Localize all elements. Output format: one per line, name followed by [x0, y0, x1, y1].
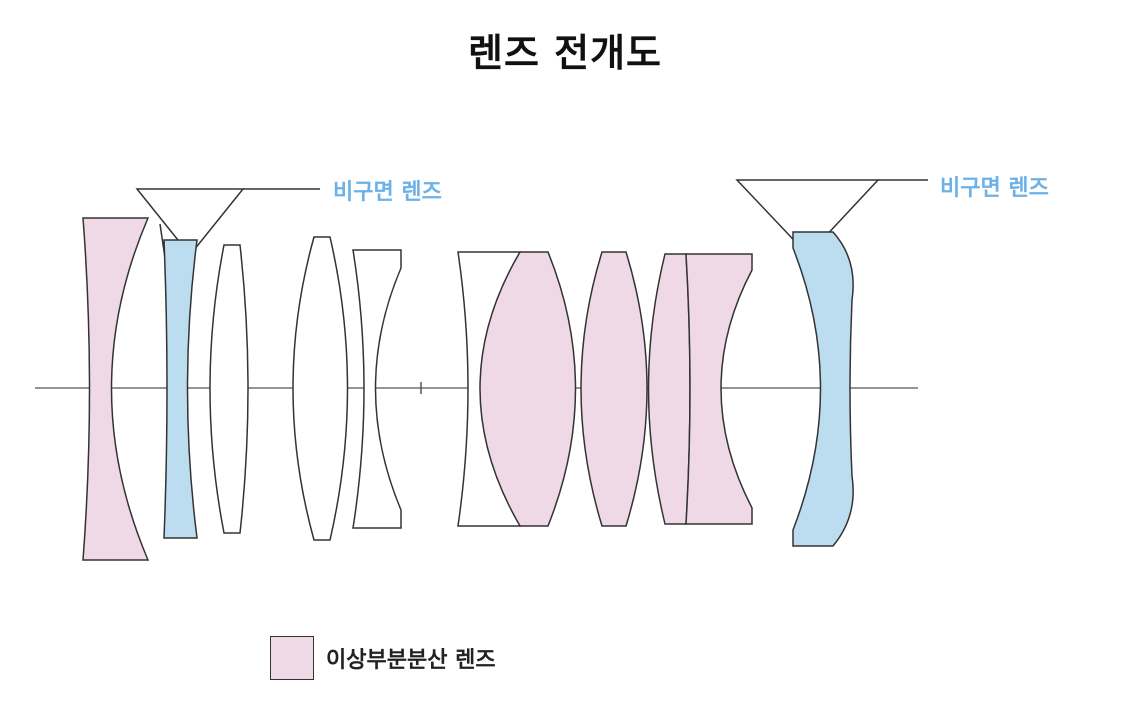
legend: 이상부분분산 렌즈: [270, 636, 496, 680]
lens-1-ed: [82, 217, 150, 561]
lens-3: [209, 244, 249, 534]
lens-5: [352, 249, 402, 529]
legend-swatch: [270, 636, 314, 680]
callout-label-right: 비구면 렌즈: [940, 176, 1049, 201]
diagram-title: 렌즈 전개도: [467, 31, 663, 75]
lens-2-aspheric: [163, 239, 198, 539]
lens-11-aspheric: [792, 231, 854, 547]
lens-8-ed: [580, 251, 648, 527]
lens-4: [292, 236, 349, 541]
lens-10-ed: [685, 253, 753, 525]
callout-label-left: 비구면 렌즈: [333, 180, 442, 205]
right-aspheric-callout: [735, 179, 928, 257]
lens-7-ed: [479, 251, 577, 527]
legend-label: 이상부분분산 렌즈: [326, 648, 496, 673]
lens-9-ed: [647, 253, 691, 525]
